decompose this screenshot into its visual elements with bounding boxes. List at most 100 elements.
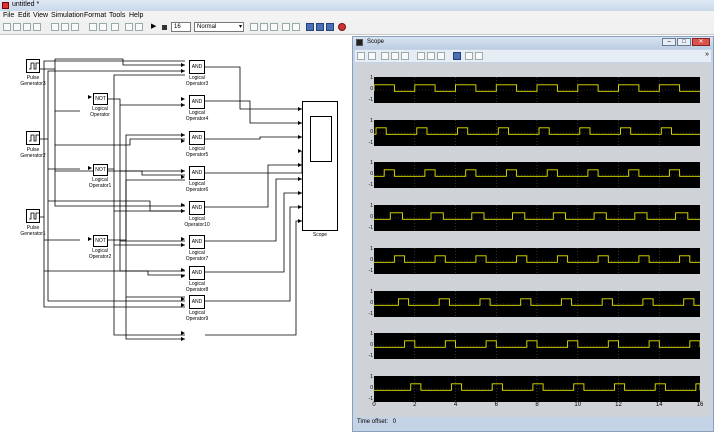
menu-tools[interactable]: Tools [109,12,126,19]
pulse-generator-3[interactable] [26,59,40,73]
up-icon[interactable] [111,23,119,31]
floating-scope-icon[interactable] [453,52,461,60]
redo-icon[interactable] [99,23,107,31]
pulse-generator-2-label: Pulse Generator2 [11,147,55,159]
debug-icon[interactable] [270,23,278,31]
autoscale-icon[interactable] [417,52,425,60]
label-line: Operator10 [184,222,210,228]
library-icon[interactable] [125,23,133,31]
zoom-y-icon[interactable] [401,52,409,60]
play-icon[interactable]: ▶ [151,23,157,30]
maximize-button[interactable]: □ [677,38,691,46]
and-block-9[interactable]: AND [189,295,205,309]
label-line: Logical [189,281,205,287]
label-line: Operator5 [185,152,209,158]
toolbar: ▶ 16 Normal ▾ [0,21,714,35]
scope-axes-6[interactable] [374,290,700,317]
library-browser-icon[interactable] [316,23,324,31]
explorer-icon[interactable] [135,23,143,31]
model-advisor-icon[interactable] [282,23,290,31]
menu-file[interactable]: File [3,12,15,19]
scope-block[interactable] [302,101,338,231]
scope-axes-7[interactable] [374,333,700,360]
minimize-button[interactable]: – [662,38,676,46]
build-icon[interactable] [250,23,258,31]
and-block-4[interactable]: AND [189,95,205,109]
zoom-x-icon[interactable] [391,52,399,60]
model-canvas[interactable]: Pulse Generator3 Pulse Generator2 Pulse … [0,35,352,432]
y-tick-label: 1 [370,373,373,380]
pulse-generator-2[interactable] [26,131,40,145]
label-line: Logical [189,146,205,152]
parameters-icon[interactable] [368,52,376,60]
label-line: Operator7 [185,256,209,262]
scope-axes-8[interactable] [374,375,700,402]
label-line: Pulse [26,147,40,153]
save-axes-icon[interactable] [427,52,435,60]
zoom-icon[interactable] [381,52,389,60]
scope-axes-2[interactable] [374,119,700,146]
not-block-2-label: Logical Operator2 [78,248,122,260]
scope-trace-plot [374,162,700,189]
menu-edit[interactable]: Edit [18,12,31,19]
and-block-8[interactable]: AND [189,266,205,280]
record-icon[interactable] [338,23,346,31]
and-block-6[interactable]: AND [189,166,205,180]
and-block-7-label: Logical Operator7 [175,250,219,262]
signal-trace-1 [374,84,700,92]
sim-mode-value: Normal [197,24,217,30]
menu-help[interactable]: Help [129,12,144,19]
lock-icon[interactable] [465,52,473,60]
simulink-logo-icon [2,2,9,9]
y-tick-label: 0 [370,128,373,135]
and-block-5[interactable]: AND [189,131,205,145]
scope-trace-plot [374,205,700,232]
update-icon[interactable] [260,23,268,31]
stop-time-input[interactable]: 16 [171,22,191,32]
menu-view[interactable]: View [33,12,49,19]
new-icon[interactable] [3,23,11,31]
print-icon[interactable] [33,23,41,31]
restore-axes-icon[interactable] [437,52,445,60]
sim-mode-select[interactable]: Normal ▾ [194,22,244,32]
scope-trace-plot [374,119,700,146]
save-icon[interactable] [23,23,31,31]
and-block-3[interactable]: AND [189,60,205,74]
menu-simulation[interactable]: Simulation [51,12,84,19]
and-block-7[interactable]: AND [189,235,205,249]
menu-format[interactable]: Format [84,12,107,19]
label-line: Generator3 [20,81,46,87]
label-line: Operator9 [185,316,209,322]
close-button[interactable]: ✕ [692,38,710,46]
label-line: Operator1 [88,183,112,189]
scope-axes-1[interactable] [374,77,700,103]
scope-axes-3[interactable] [374,162,700,189]
scope-trace-plot [374,77,700,103]
open-icon[interactable] [13,23,21,31]
x-tick-label: 4 [453,402,458,408]
print-icon[interactable] [357,52,365,60]
pulse-generator-1[interactable] [26,209,40,223]
paste-icon[interactable] [71,23,79,31]
y-tick-label: 0 [370,384,373,391]
y-tick-label: 1 [370,75,373,81]
scope-axes-5[interactable] [374,247,700,274]
scope-trace-plot [374,375,700,402]
scope-axes-4[interactable] [374,205,700,232]
scope-icon [356,39,363,46]
cut-icon[interactable] [51,23,59,31]
signal-selection-icon[interactable] [475,52,483,60]
stop-icon[interactable] [162,25,167,30]
and-block-10[interactable]: AND [189,201,205,215]
not-block-0[interactable]: NOT [93,93,108,105]
x-tick-label: 12 [615,402,622,408]
model-explorer-icon[interactable] [306,23,314,31]
not-block-2[interactable]: NOT [93,235,108,247]
undo-icon[interactable] [89,23,97,31]
debugger-icon[interactable] [326,23,334,31]
copy-icon[interactable] [61,23,69,31]
not-block-1[interactable]: NOT [93,164,108,176]
signal-icon[interactable] [292,23,300,31]
toolbar-overflow-icon[interactable]: » [705,51,709,58]
